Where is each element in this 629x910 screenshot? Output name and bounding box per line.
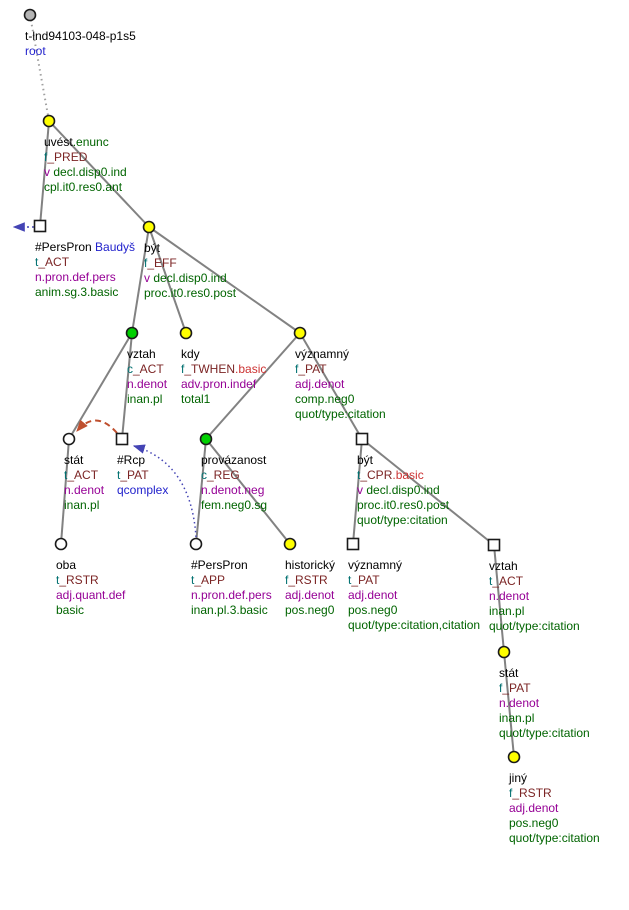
tree-edge-root-uvest <box>29 14 50 122</box>
tree-edge-byt2-vyznamny2 <box>352 438 363 545</box>
tree-edge-uvest-byt1 <box>48 120 150 228</box>
tree-node-stat2[interactable] <box>497 645 511 659</box>
tree-edge-uvest-perspron-baudys <box>39 120 50 227</box>
tree-node-stat1[interactable] <box>62 432 76 446</box>
tree-node-byt1[interactable] <box>142 220 156 234</box>
tree-edge-vztah1-rcp <box>121 332 133 440</box>
tree-node-root[interactable] <box>23 8 37 22</box>
tree-node-perspron-baudys[interactable] <box>33 219 47 233</box>
tree-node-historicky[interactable] <box>283 537 297 551</box>
tree-node-kdy[interactable] <box>179 326 193 340</box>
textual-coref-arc <box>132 444 197 538</box>
tree-node-vztah1[interactable] <box>125 326 139 340</box>
tree-edge-provazanost-historicky <box>205 438 291 545</box>
tree-edge-vztah2-stat2 <box>493 544 505 653</box>
tree-edge-stat2-jiny <box>503 651 515 758</box>
tree-edge-provazanost-perspron2 <box>195 438 207 545</box>
tree-node-uvest[interactable] <box>42 114 56 128</box>
tree-edge-byt1-kdy <box>148 226 187 334</box>
tree-edge-vyznamny1-provazanost <box>205 332 301 440</box>
tree-node-jiny[interactable] <box>507 750 521 764</box>
tree-node-perspron2[interactable] <box>189 537 203 551</box>
tree-node-provazanost[interactable] <box>199 432 213 446</box>
tree-edge-vyznamny1-byt2 <box>299 332 363 440</box>
tree-edge-byt1-vztah1 <box>131 226 150 334</box>
tree-node-byt2[interactable] <box>355 432 369 446</box>
tree-node-vyznamny1[interactable] <box>293 326 307 340</box>
tree-node-rcp[interactable] <box>115 432 129 446</box>
tree-node-oba[interactable] <box>54 537 68 551</box>
tree-edge-stat1-oba <box>60 438 70 545</box>
tree-edge-byt2-vztah2 <box>361 438 495 546</box>
tree-node-vyznamny2[interactable] <box>346 537 360 551</box>
tree-node-vztah2[interactable] <box>487 538 501 552</box>
grammatical-coref-arc <box>76 419 118 434</box>
tree-edge-byt1-vyznamny1 <box>148 226 301 334</box>
